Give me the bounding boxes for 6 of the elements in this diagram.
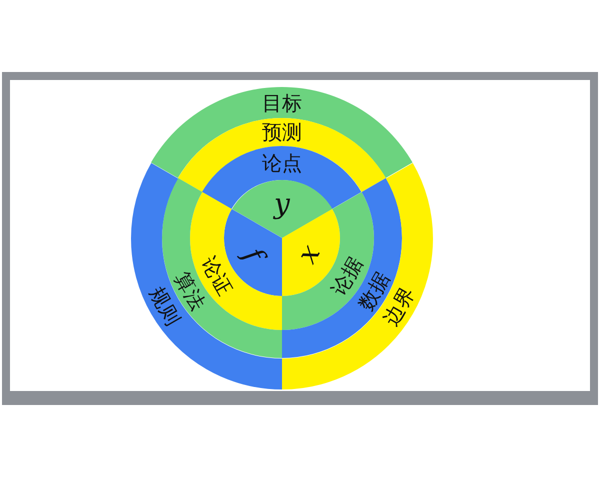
variable-label: y [274,189,290,219]
variable-label: f [238,242,270,266]
segment-label: 目标 [262,92,302,114]
segment-label: 论点 [262,152,302,174]
variable-label: x [292,239,326,268]
segment-label: 预测 [262,121,302,143]
